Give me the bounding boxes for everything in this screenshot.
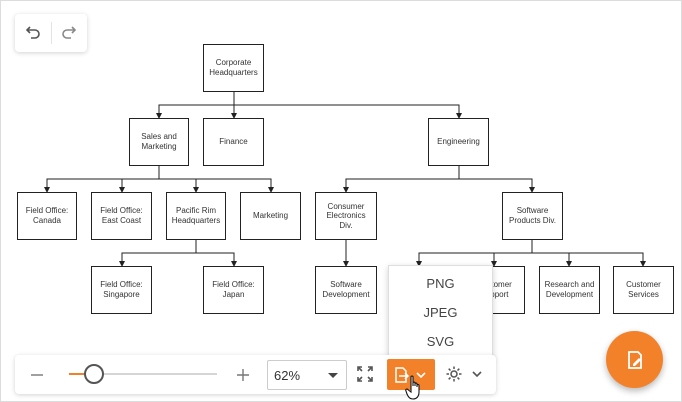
export-button[interactable] [387,359,435,390]
node-corporate-hq[interactable]: Corporate Headquarters [203,44,264,92]
edit-document-icon [627,350,642,369]
connector [234,104,462,119]
export-png-item[interactable]: PNG [426,276,455,291]
connector [159,178,199,193]
node-pacific-rim[interactable]: Pacific Rim Headquarters [166,192,226,240]
zoom-level-value: 62% [274,367,301,383]
history-panel [15,14,87,52]
zoom-out-button[interactable] [27,365,47,385]
gear-icon [446,366,462,382]
zoom-level-select[interactable]: 62% [267,360,347,390]
node-software-products[interactable]: Software Products Div. [502,192,563,240]
connector [159,178,274,193]
connector [532,252,572,267]
node-software-dev[interactable]: Software Development [315,266,377,314]
connector [416,240,533,267]
node-engineering[interactable]: Engineering [428,118,489,166]
zoom-in-button[interactable] [233,365,253,385]
export-jpeg-item[interactable]: JPEG [423,305,458,320]
chevron-down-icon [328,373,338,378]
undo-button[interactable] [15,14,51,52]
connector [343,166,460,193]
connector [119,240,197,267]
node-field-japan[interactable]: Field Office: Japan [203,266,264,314]
minus-icon [31,374,43,376]
chevron-down-icon [472,371,482,378]
connector [156,92,235,119]
slider-thumb[interactable] [84,364,105,384]
hand-cursor-icon [405,375,420,400]
fit-to-screen-button[interactable] [355,364,375,384]
chevron-down-icon [416,371,426,378]
connector [532,252,646,267]
node-research-dev[interactable]: Research and Development [539,266,600,314]
connector [119,178,159,193]
plus-icon [237,369,249,381]
connector [459,178,535,193]
node-finance[interactable]: Finance [203,118,264,166]
node-customer-services[interactable]: Customer Services [613,266,674,314]
properties-panel-button[interactable] [606,331,663,388]
node-marketing[interactable]: Marketing [240,192,301,240]
export-svg-item[interactable]: SVG [426,334,455,349]
node-consumer-electronics[interactable]: Consumer Electronics Div. [315,192,377,240]
redo-icon [62,26,77,39]
connector [44,166,160,193]
node-field-canada[interactable]: Field Office: Canada [17,192,77,240]
slider-track [69,373,217,375]
zoom-slider[interactable] [69,364,217,384]
connector [196,252,237,267]
export-file-icon [395,366,410,383]
redo-button[interactable] [51,14,87,52]
node-sales-marketing[interactable]: Sales and Marketing [129,118,189,166]
undo-icon [25,26,40,39]
node-field-eastcoast[interactable]: Field Office: East Coast [91,192,152,240]
slider-fill [69,373,95,375]
fit-to-screen-icon [357,366,373,382]
divider [50,22,52,44]
node-field-singapore[interactable]: Field Office: Singapore [91,266,152,314]
export-menu: PNG JPEG SVG [388,265,493,359]
settings-button[interactable] [445,364,489,384]
connector [491,252,532,267]
connectors [44,92,646,267]
